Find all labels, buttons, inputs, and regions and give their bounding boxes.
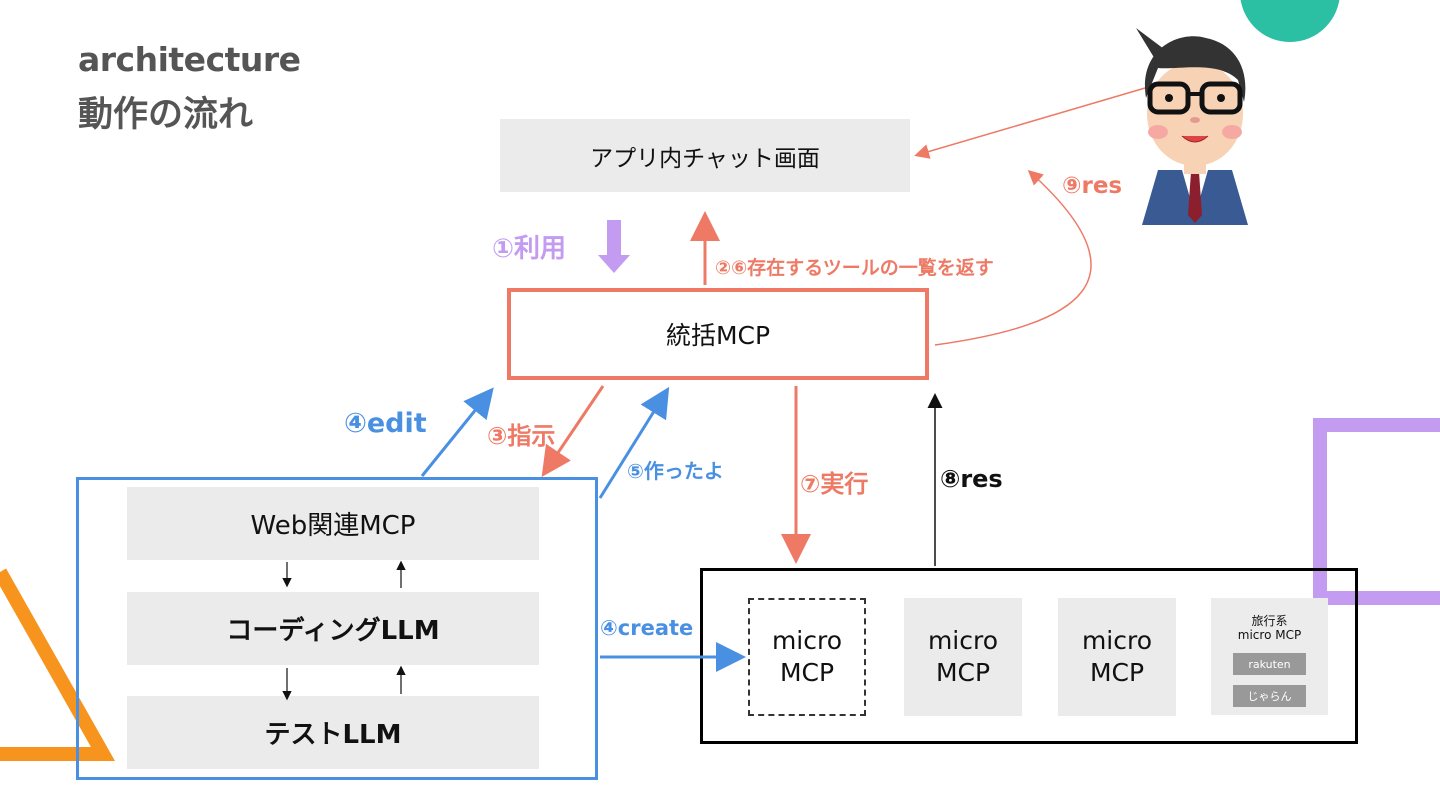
done-arrow <box>598 386 670 499</box>
rakuten-chip: rakuten <box>1233 653 1306 675</box>
label-user-res: ⑨res <box>1062 173 1123 199</box>
micro-line2: MCP <box>935 658 991 687</box>
slide-title-en: architecture <box>78 40 301 79</box>
businessman-illustration <box>1136 28 1248 225</box>
slide-title-ja: 動作の流れ <box>78 95 254 135</box>
edit-arrow <box>420 387 494 477</box>
micro-line1: micro <box>927 626 999 655</box>
test-llm-box: テストLLM <box>127 696 539 769</box>
micro-line2: MCP <box>1089 658 1145 687</box>
travel-micro-mcp-box: 旅行系 micro MCP rakuten じゃらん <box>1211 598 1328 715</box>
micro-line1: micro <box>1081 626 1153 655</box>
micro-mcp-new-box: micro MCP <box>748 598 866 716</box>
teal-circle-decor <box>1240 0 1340 42</box>
label-tool-list: ②⑥存在するツールの一覧を返す <box>715 257 994 279</box>
coding-llm-box: コーディングLLM <box>127 592 539 665</box>
use-arrow <box>598 220 630 273</box>
jalan-chip: じゃらん <box>1233 685 1306 707</box>
label-edit: ④edit <box>344 408 427 439</box>
chat-screen-box: アプリ内チャット画面 <box>500 119 910 192</box>
label-use: ①利用 <box>492 234 567 264</box>
micro-mcp-box: micro MCP <box>904 598 1022 716</box>
user-to-chat-line <box>914 87 1146 159</box>
label-create: ④create <box>600 616 694 640</box>
integration-mcp-box: 統括MCP <box>507 288 929 380</box>
label-instruct: ③指示 <box>487 422 556 450</box>
micro-mcp-box: micro MCP <box>1058 598 1176 716</box>
instruct-arrow <box>541 385 605 477</box>
purple-bracket-decor <box>1313 418 1440 605</box>
user-response-curve <box>934 169 1092 346</box>
micro-line2: MCP <box>779 658 835 687</box>
micro-line1: micro <box>771 626 843 655</box>
label-res: ⑧res <box>940 465 1003 493</box>
travel-subtitle: micro MCP <box>1237 628 1302 642</box>
label-execute: ⑦実行 <box>800 470 869 498</box>
web-mcp-group <box>76 477 598 780</box>
orange-triangle-decor <box>0 568 116 761</box>
label-done: ⑤作ったよ <box>627 459 724 483</box>
travel-title: 旅行系 <box>1251 614 1288 628</box>
web-mcp-box: Web関連MCP <box>127 487 539 560</box>
